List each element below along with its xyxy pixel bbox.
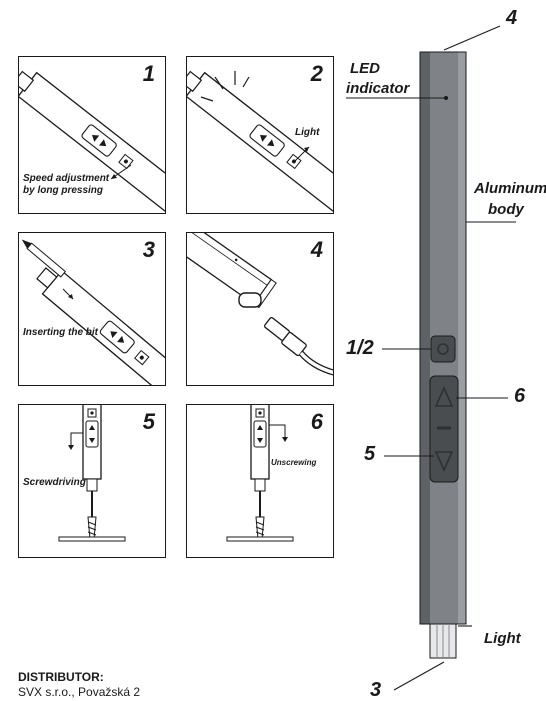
panel-2-label: Light [295, 127, 320, 138]
panel-5-illustration [58, 405, 126, 542]
callout-small-button: 1/2 [346, 337, 374, 359]
panel-5-label: Screwdriving [23, 477, 86, 488]
step-panel-1: 1 Speed adjustment by long pressing [18, 56, 166, 214]
bit-icon [21, 239, 67, 278]
leader-top-end [443, 25, 501, 51]
led-indicator [444, 96, 448, 100]
panel-4-number: 4 [310, 237, 323, 262]
power-button-circle-icon [437, 343, 449, 355]
callout-body-line2: body [488, 201, 524, 218]
callout-light: Light [484, 630, 521, 647]
panel-4-illustration [187, 233, 333, 376]
usb-c-cable-icon [264, 317, 333, 376]
panel-6-label: Unscrewing [271, 458, 317, 467]
power-button [430, 335, 456, 363]
panel-6-illustration [226, 405, 294, 542]
panel-1-label-line1: Speed adjustment [23, 173, 110, 184]
callout-top-end: 4 [506, 7, 518, 29]
body-facet-right [458, 52, 466, 624]
callout-bit-end: 3 [370, 679, 382, 701]
rocker-up-arrow-icon [434, 386, 454, 407]
callout-led-line1: LED [350, 60, 380, 77]
step-panel-2: 2 Light [186, 56, 334, 214]
step-panel-3: 3 Inserting the bit [18, 232, 166, 386]
panel-1-illustration [19, 70, 165, 213]
usb-c-port-icon [238, 292, 262, 308]
callout-body-line1: Aluminum [474, 180, 546, 197]
panel-6-number: 6 [310, 409, 323, 434]
panel-5-number: 5 [142, 409, 155, 434]
distributor-heading: DISTRIBUTOR: [18, 670, 104, 684]
leader-bit-end [393, 661, 445, 691]
panel-2-illustration [187, 70, 333, 213]
callout-up-button: 6 [514, 385, 526, 407]
callout-led-line2: indicator [346, 80, 410, 97]
panel-1-label-line2: by long pressing [23, 185, 104, 196]
step-panel-5: 5 Screwdriving [18, 404, 166, 558]
panel-3-label: Inserting the bit [23, 327, 98, 338]
panel-3-number: 3 [142, 237, 155, 262]
light-rays-icon [200, 71, 250, 102]
step-panel-4: 4 [186, 232, 334, 386]
body-facet-left [420, 52, 430, 624]
panel-3-illustration [21, 239, 165, 385]
distributor-line1: SVX s.r.o., Považská 2 [18, 685, 141, 699]
callout-down-button: 5 [364, 443, 376, 465]
panel-1-number: 1 [142, 61, 155, 86]
panel-2-number: 2 [310, 61, 323, 86]
step-panel-6: 6 Unscrewing [186, 404, 334, 558]
rocker-down-arrow-icon [434, 451, 454, 472]
